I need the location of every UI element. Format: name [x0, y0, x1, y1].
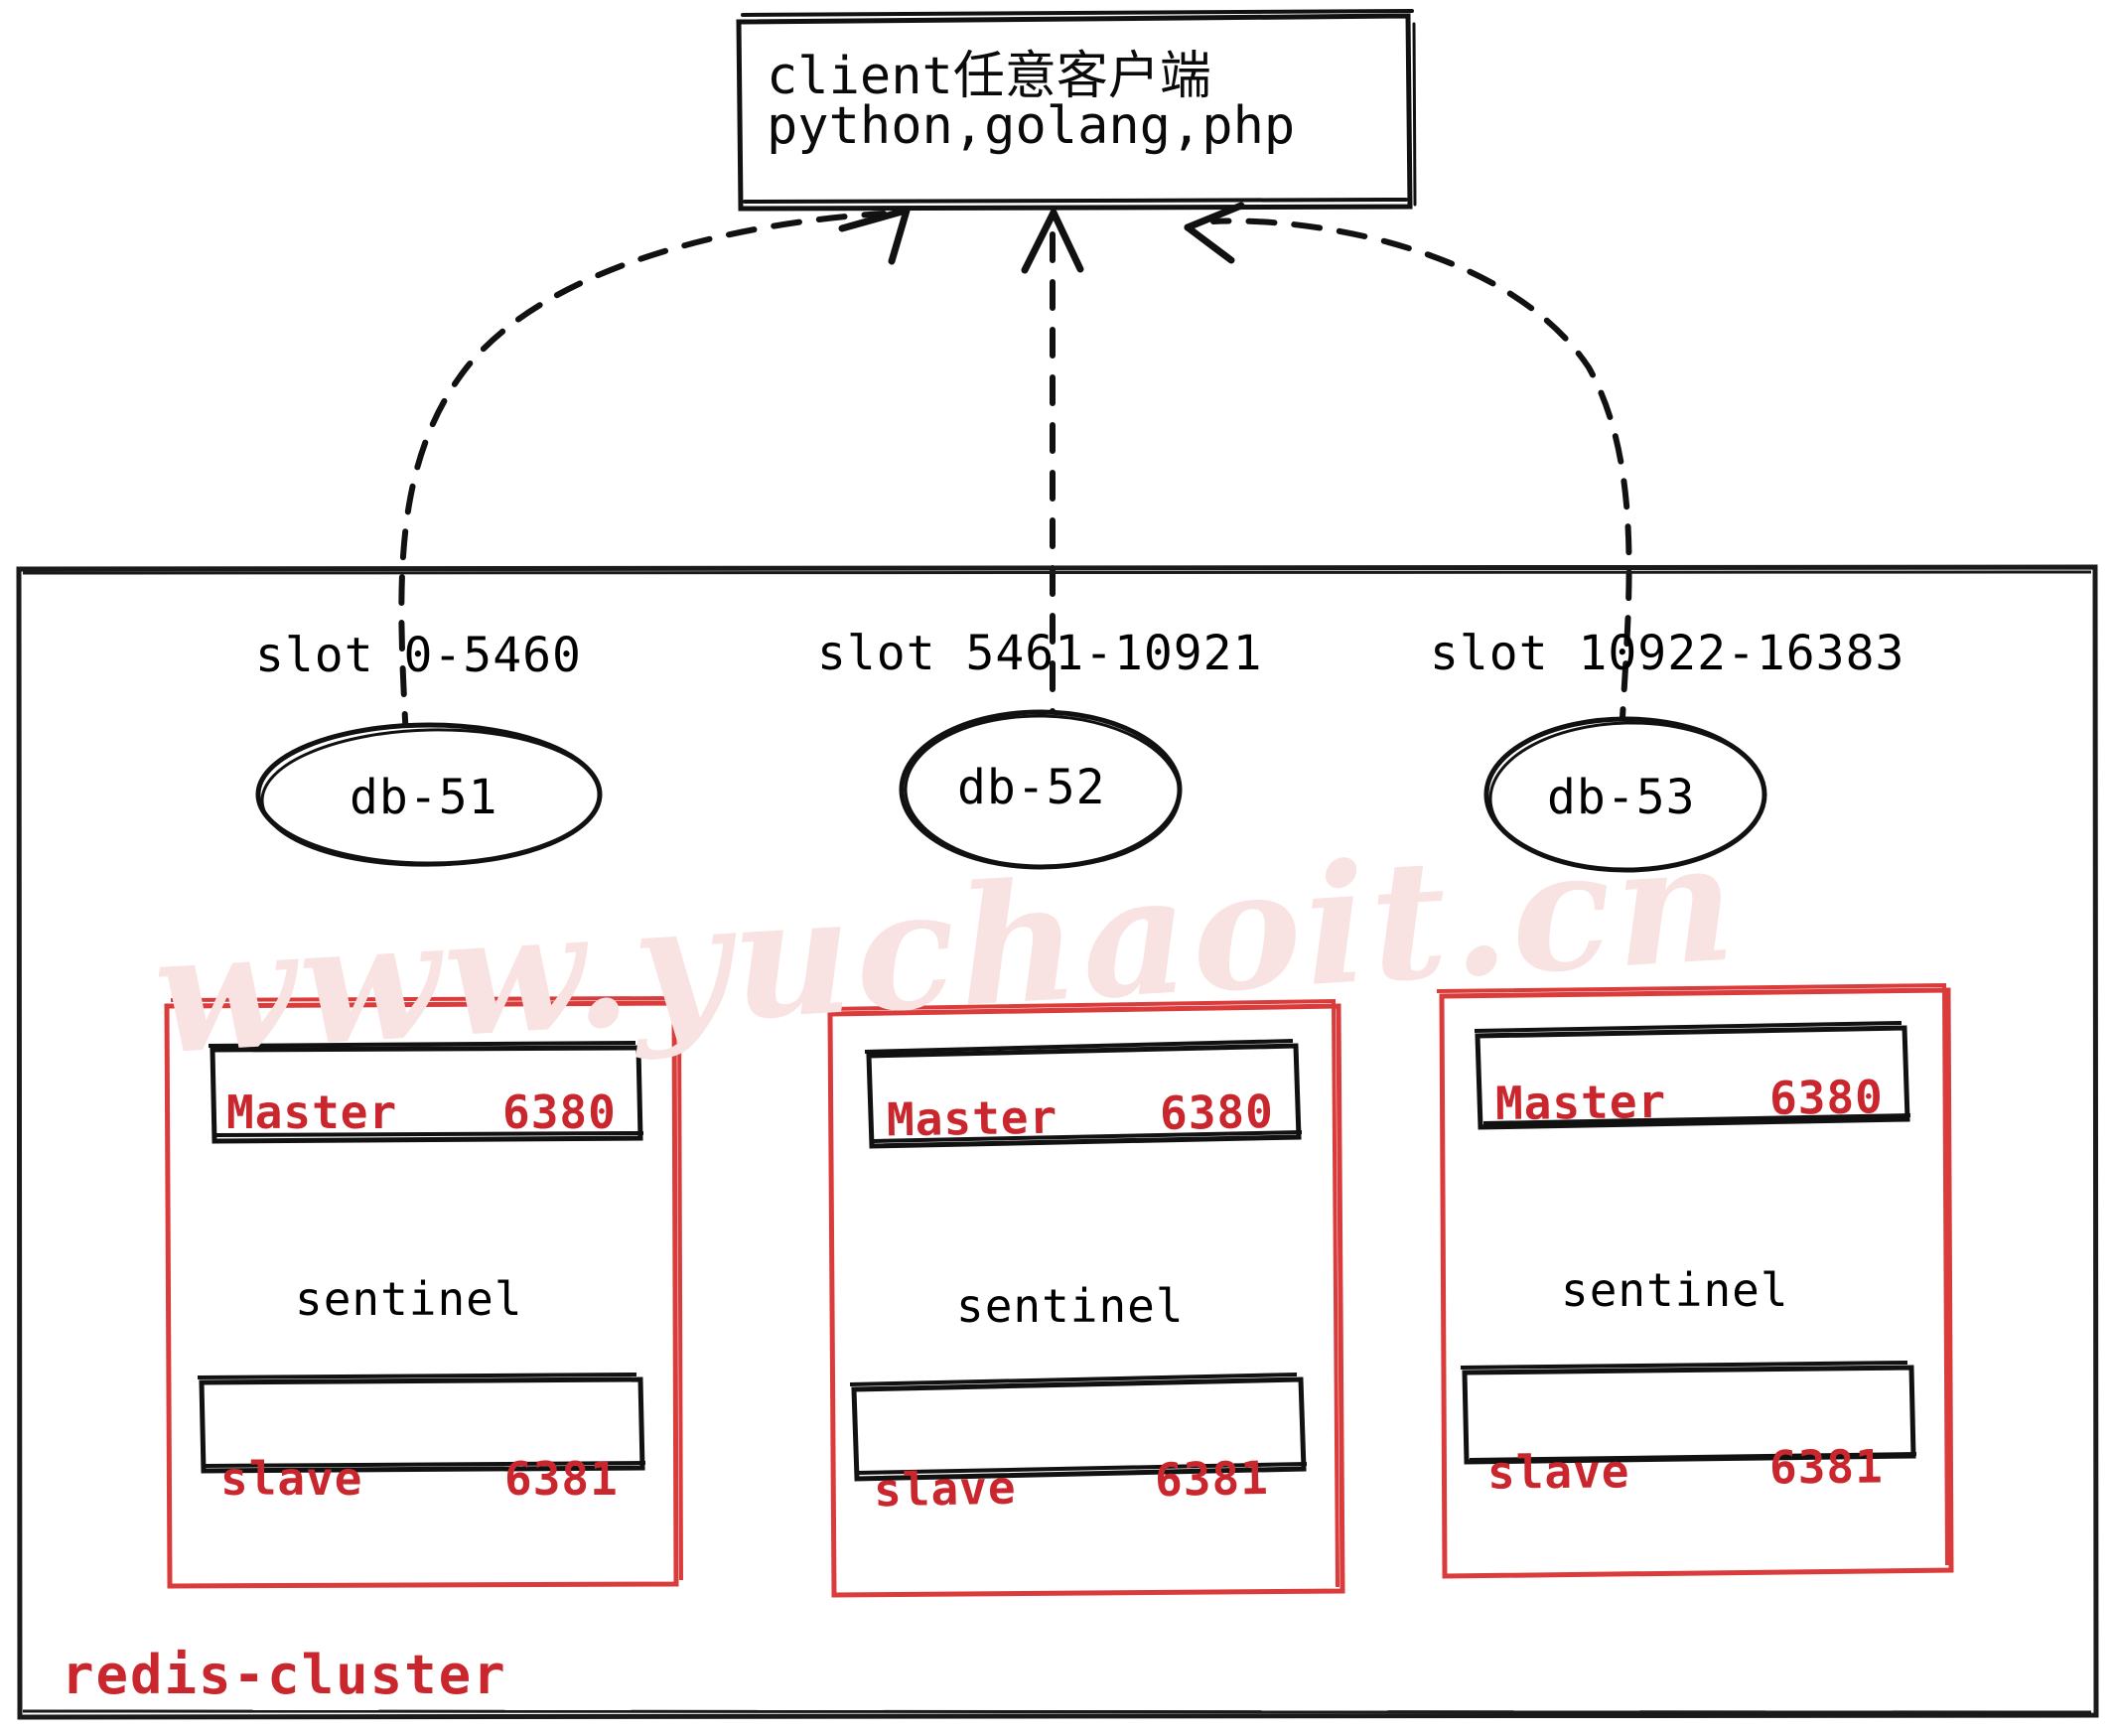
arrow-db53-to-client: [1184, 202, 1632, 738]
db-node-label-53: db-53: [1547, 770, 1696, 825]
slot-label-db-52: slot 5461-10921: [817, 626, 1263, 681]
node-ellipse-db-52: [899, 709, 1183, 870]
arrow-db52-to-client: [1021, 209, 1084, 740]
master-port-label-1: 6380: [502, 1085, 617, 1139]
slave-role-label-3: slave: [1486, 1444, 1630, 1500]
slave-port-label-2: 6381: [1154, 1450, 1270, 1508]
slave-role-label-2: slave: [873, 1460, 1017, 1518]
master-role-label-2: Master: [886, 1089, 1058, 1147]
db-node-label-51: db-51: [350, 770, 498, 825]
master-cell-1: [208, 1041, 644, 1144]
redis-cluster-container: [16, 564, 2099, 1720]
master-port-label-2: 6380: [1159, 1085, 1275, 1140]
slot-label-db-53: slot 10922-16383: [1430, 626, 1905, 681]
slave-role-label-1: slave: [220, 1452, 363, 1506]
shard-group-1: [164, 995, 683, 1589]
client-title-line-1: client任意客户端: [767, 47, 1211, 106]
slave-cell-2: [849, 1373, 1308, 1482]
arrow-db51-to-client: [398, 207, 911, 743]
shard-group-2: [824, 998, 1345, 1598]
node-ellipse-db-51: [255, 722, 603, 867]
sentinel-label-3: sentinel: [1561, 1263, 1789, 1317]
cluster-caption-label: redis-cluster: [62, 1644, 507, 1706]
sentinel-label-2: sentinel: [956, 1279, 1185, 1333]
master-role-label-1: Master: [226, 1085, 398, 1139]
sentinel-label-1: sentinel: [295, 1272, 523, 1326]
slave-cell-3: [1460, 1361, 1917, 1465]
master-cell-3: [1474, 1021, 1911, 1130]
node-ellipse-db-53: [1483, 716, 1767, 873]
client-box: [736, 9, 1417, 212]
slave-cell-1: [197, 1373, 646, 1474]
master-cell-2: [864, 1039, 1303, 1149]
slot-label-db-51: slot 0-5460: [255, 628, 582, 683]
master-port-label-3: 6380: [1768, 1070, 1885, 1125]
client-title-line-2: python,golang,php: [767, 96, 1296, 156]
master-role-label-3: Master: [1494, 1074, 1667, 1131]
db-node-label-52: db-52: [957, 760, 1106, 815]
shard-group-3: [1436, 982, 1954, 1579]
slave-port-label-1: 6381: [504, 1452, 619, 1506]
slave-port-label-3: 6381: [1768, 1439, 1885, 1495]
